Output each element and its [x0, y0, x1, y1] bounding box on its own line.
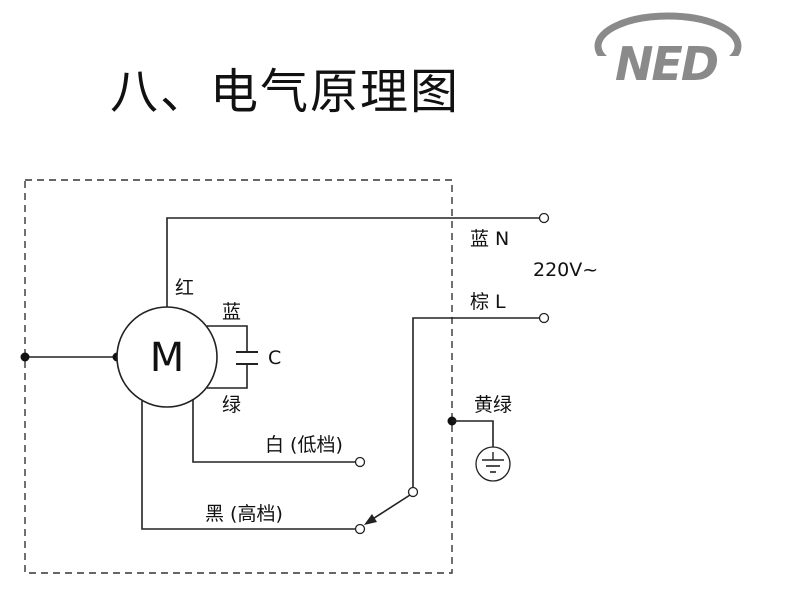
- low-speed-terminal: [354, 456, 366, 468]
- left-junction-dot: [20, 352, 30, 362]
- cap-blue-label: 蓝: [222, 301, 241, 323]
- white-low-label: 白 (低档): [265, 434, 343, 456]
- neutral-terminal: [538, 212, 550, 224]
- black-high-label: 黑 (高档): [205, 503, 283, 525]
- high-speed-terminal: [354, 523, 366, 535]
- earth-symbol: [475, 446, 511, 482]
- red-neutral-wire: [166, 217, 540, 307]
- live-terminal: [538, 312, 550, 324]
- live-wire: [412, 317, 540, 488]
- cap-green-label: 绿: [222, 394, 241, 416]
- red-wire-label: 红: [175, 277, 194, 299]
- black-high-wire: [141, 401, 356, 530]
- white-low-wire: [192, 400, 356, 463]
- speed-switch-arm: [367, 494, 411, 523]
- motor-label: M: [150, 335, 185, 381]
- neutral-label: 蓝 N: [470, 228, 509, 250]
- earth-label: 黄绿: [474, 394, 512, 416]
- enclosure-boundary: [24, 179, 453, 574]
- page-title: 八、电气原理图: [110, 64, 461, 120]
- cap-top-wire: [207, 325, 248, 352]
- voltage-label: 220V~: [533, 259, 598, 281]
- switch-pivot-terminal: [407, 486, 419, 498]
- logo-text: NED: [615, 37, 718, 91]
- switch-arrowhead: [364, 514, 377, 525]
- earth-wire: [452, 420, 494, 452]
- ned-logo: NED: [594, 12, 748, 91]
- cap-bottom-wire: [207, 364, 248, 389]
- live-label: 棕 L: [470, 291, 506, 313]
- capacitor-label: C: [268, 347, 281, 369]
